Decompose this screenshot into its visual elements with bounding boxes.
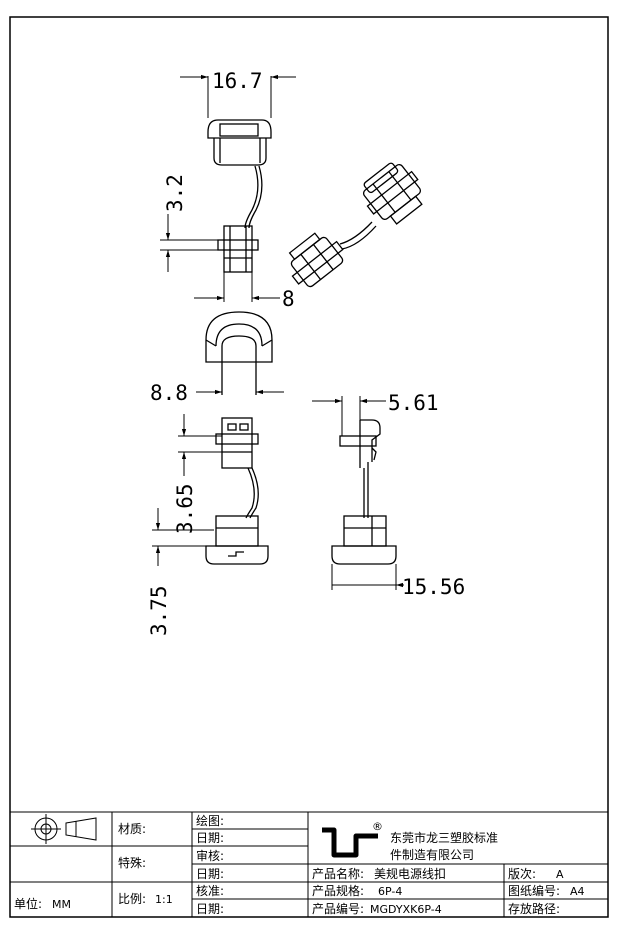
special-label: 特殊: <box>118 855 146 870</box>
dim-base-height <box>152 508 214 566</box>
title-block <box>10 811 608 917</box>
sheet-label: 图纸编号: <box>508 883 560 898</box>
revision-label: 版次: <box>508 867 536 881</box>
scale-label: 比例: <box>118 892 146 906</box>
product-spec-value: 6P-4 <box>378 885 402 898</box>
iso-view <box>288 162 423 288</box>
product-name-value: 美规电源线扣 <box>374 866 446 881</box>
dim-arch-width-label: 8.8 <box>150 381 188 405</box>
date-label-1: 日期: <box>196 831 224 845</box>
product-code-label: 产品编号: <box>312 901 364 916</box>
dim-base-width <box>331 564 404 590</box>
product-spec-label: 产品规格: <box>312 883 364 898</box>
dim-top-width <box>180 74 296 118</box>
revision-value: A <box>556 868 564 881</box>
unit-label: 单位: <box>14 896 42 911</box>
arch-view <box>205 311 273 395</box>
date-label-2: 日期: <box>196 867 224 881</box>
dim-base-height-label: 3.75 <box>147 585 171 636</box>
dim-clip-height <box>160 214 222 272</box>
scale-value: 1:1 <box>155 893 173 906</box>
top-view <box>207 119 272 273</box>
sheet-border <box>9 16 609 918</box>
dim-lower-clip-height <box>178 414 222 476</box>
dim-side-offset <box>312 396 386 436</box>
date-label-3: 日期: <box>196 902 224 916</box>
path-label: 存放路径: <box>508 901 560 916</box>
dim-clip-width <box>194 272 280 302</box>
material-label: 材质: <box>118 822 146 836</box>
dim-side-offset-label: 5.61 <box>388 391 439 415</box>
approve-label: 核准: <box>196 884 224 898</box>
dim-base-width-label: 15.56 <box>402 575 465 599</box>
unit-value: MM <box>52 898 71 911</box>
company-line2: 件制造有限公司 <box>390 848 474 862</box>
product-code-value: MGDYXK6P-4 <box>370 903 442 916</box>
lower-front-view <box>205 417 269 565</box>
company-line1: 东莞市龙三塑胶标准 <box>390 830 498 845</box>
registered-mark: ® <box>372 820 383 833</box>
drawn-label: 绘图: <box>196 813 224 828</box>
side-view <box>331 419 397 565</box>
dim-lower-clip-height-label: 3.65 <box>173 483 197 534</box>
company-logo <box>322 827 378 858</box>
sheet-value: A4 <box>570 885 585 898</box>
dim-clip-height-label: 3.2 <box>163 174 187 212</box>
review-label: 审核: <box>196 848 224 863</box>
dim-top-width-label: 16.7 <box>212 69 263 93</box>
dim-clip-width-label: 8 <box>282 287 295 311</box>
projection-symbol-icon <box>31 814 97 844</box>
product-name-label: 产品名称: <box>312 866 364 881</box>
